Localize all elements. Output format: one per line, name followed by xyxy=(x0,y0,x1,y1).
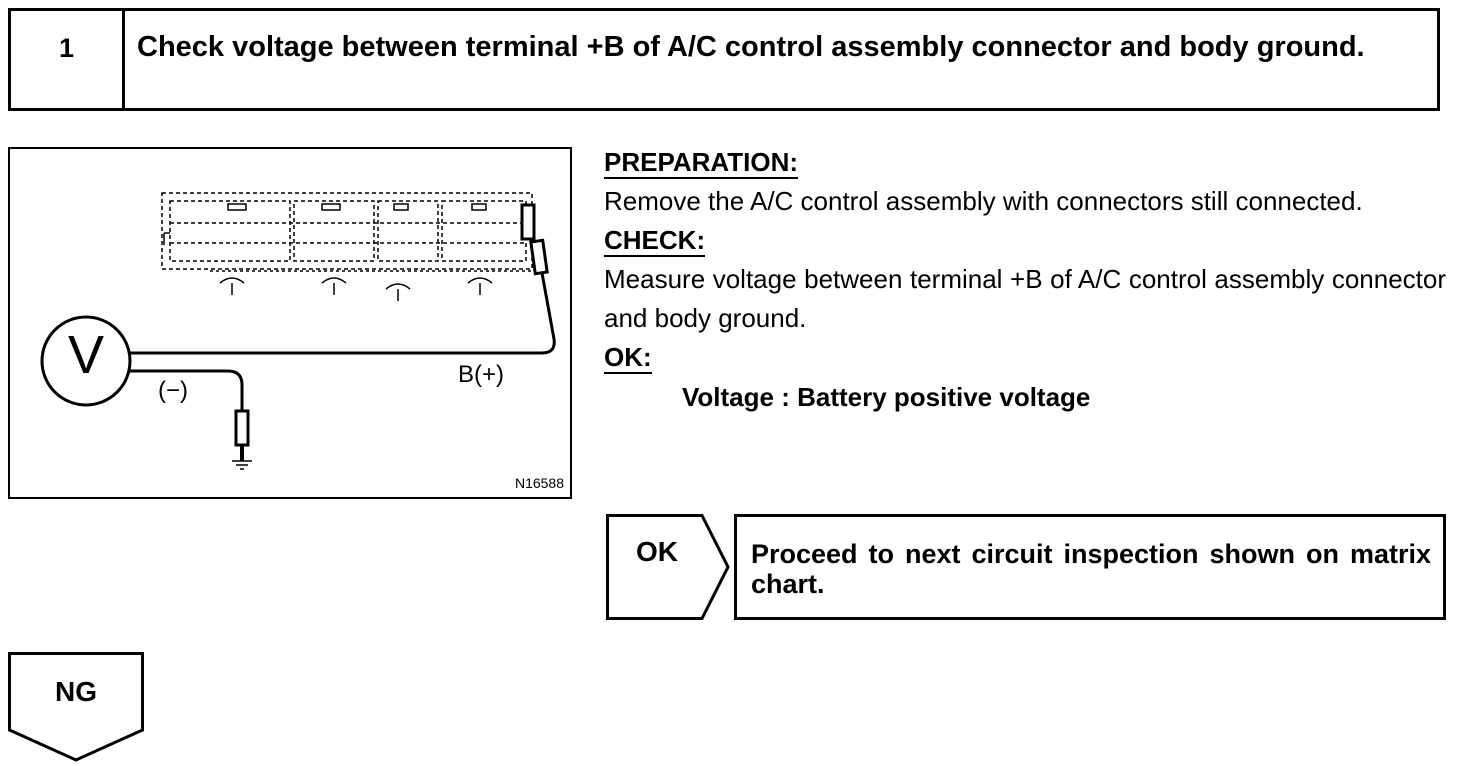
step-header: 1 Check voltage between terminal +B of A… xyxy=(8,8,1440,111)
ng-arrow-icon xyxy=(8,652,144,762)
ok-result-text: Proceed to next circuit inspection shown… xyxy=(734,514,1446,620)
voltmeter-letter: V xyxy=(67,325,105,385)
probe-icon xyxy=(520,203,549,276)
negative-terminal-label: (−) xyxy=(158,377,188,404)
ok-value: Voltage : Battery positive voltage xyxy=(682,382,1091,412)
check-heading: CHECK: xyxy=(604,225,706,257)
step-title: Check voltage between terminal +B of A/C… xyxy=(137,31,1365,63)
figure-id: N16588 xyxy=(514,475,564,491)
ng-result: NG xyxy=(8,652,146,766)
ground-icon xyxy=(232,460,252,470)
connector-diagram-drawing xyxy=(40,192,556,470)
instructions: PREPARATION: Remove the A/C control asse… xyxy=(604,143,1446,417)
ok-arrow-icon xyxy=(606,514,730,620)
voltmeter-icon xyxy=(40,315,132,407)
ok-result-row: OK Proceed to next circuit inspection sh… xyxy=(606,514,1446,620)
preparation-text: Remove the A/C control assembly with con… xyxy=(604,186,1363,216)
preparation-heading: PREPARATION: xyxy=(604,147,799,179)
wiring-diagram: V (−) B(+) N16588 xyxy=(8,147,572,499)
ok-label: OK xyxy=(636,536,678,567)
check-text: Measure voltage between terminal +B of A… xyxy=(604,264,1446,333)
ok-heading: OK: xyxy=(604,342,652,374)
positive-terminal-label: B(+) xyxy=(458,361,505,388)
ng-label: NG xyxy=(55,676,97,707)
step-number: 1 xyxy=(11,11,125,108)
